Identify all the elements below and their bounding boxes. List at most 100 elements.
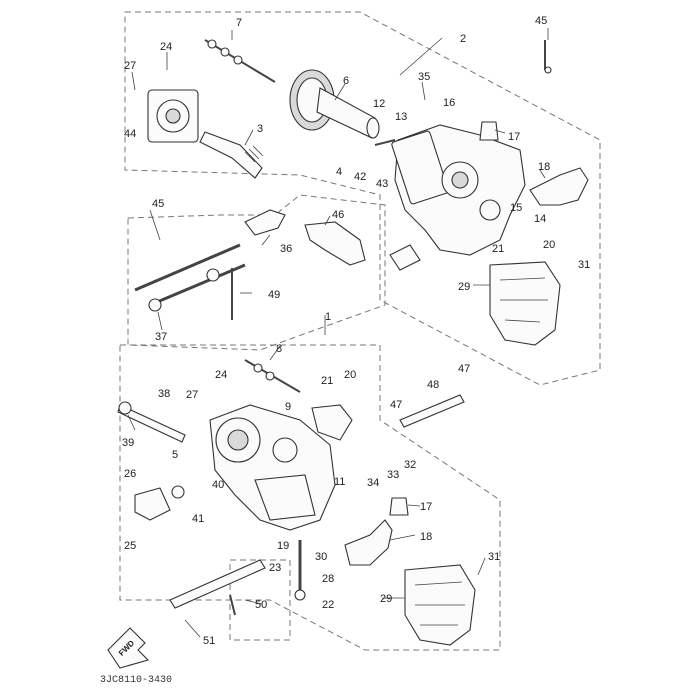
pilot-screw-head	[118, 401, 132, 415]
callout-47-right: 47	[458, 363, 470, 375]
callout-35: 35	[418, 71, 430, 83]
callout-47-left: 47	[390, 399, 402, 411]
fuel-pipe	[399, 394, 465, 428]
linkage-assembly	[134, 209, 421, 320]
upper-port	[479, 199, 501, 221]
washer	[233, 55, 243, 65]
callout-9: 9	[285, 401, 291, 413]
cover-plate-center	[165, 108, 181, 124]
upper-body-flange	[391, 130, 449, 205]
callout-13: 13	[395, 111, 407, 123]
callout-29-lower: 29	[380, 593, 392, 605]
callout-31-lower: 31	[488, 551, 500, 563]
callout-7-top: 7	[236, 17, 242, 29]
callout-21-top: 21	[492, 243, 504, 255]
lower-bowl-mount	[254, 474, 316, 521]
callout-28: 28	[322, 573, 334, 585]
upper-plug	[479, 121, 499, 141]
throttle-lever	[244, 209, 286, 236]
washer	[220, 47, 230, 57]
upper-bracket	[529, 167, 589, 206]
callout-5: 5	[172, 449, 178, 461]
callout-6: 6	[343, 75, 349, 87]
shaft-collar	[206, 268, 220, 282]
upper-assembly-boundary	[124, 11, 601, 386]
callout-8: 8	[276, 343, 282, 355]
callout-45-mid: 45	[152, 198, 164, 210]
callout-14: 14	[534, 213, 546, 225]
callout-32: 32	[404, 459, 416, 471]
callout-17-lower: 17	[420, 501, 432, 513]
piston-end	[366, 117, 380, 139]
callout-20-top: 20	[543, 239, 555, 251]
washer	[265, 371, 275, 381]
upper-carburetor	[147, 39, 589, 346]
callout-42: 42	[354, 171, 366, 183]
washer	[253, 363, 263, 373]
callout-11: 11	[334, 476, 345, 488]
lower-plug	[389, 497, 409, 516]
callout-24-top: 24	[160, 41, 172, 53]
callout-19: 19	[277, 540, 289, 552]
accel-cover	[134, 487, 171, 521]
callout-2: 2	[460, 33, 466, 45]
callout-30: 30	[315, 551, 327, 563]
callout-44: 44	[124, 128, 136, 140]
callout-26: 26	[124, 468, 136, 480]
callout-24-lower: 24	[215, 369, 227, 381]
callout-4: 4	[336, 166, 342, 178]
callout-41: 41	[192, 513, 204, 525]
linkage-box-lower	[229, 559, 291, 641]
screw-head	[544, 66, 552, 74]
callout-49: 49	[268, 289, 280, 301]
callout-45-top: 45	[535, 15, 547, 27]
linkage-boundary	[127, 194, 386, 351]
lower-bore-center	[227, 429, 249, 451]
spring-link	[389, 244, 421, 271]
callout-12: 12	[373, 98, 385, 110]
callout-18-lower: 18	[420, 531, 432, 543]
bushing	[148, 298, 162, 312]
forward-arrow: FWD	[107, 627, 150, 669]
callout-39: 39	[122, 437, 134, 449]
callout-18-top: 18	[538, 161, 550, 173]
callout-33: 33	[387, 469, 399, 481]
hose-spring	[199, 131, 263, 179]
callout-27-lower: 27	[186, 389, 198, 401]
callout-37: 37	[155, 331, 167, 343]
piston-valve	[316, 87, 376, 139]
callout-50: 50	[255, 599, 267, 611]
callout-27-top: 27	[124, 60, 136, 72]
callout-15: 15	[510, 202, 522, 214]
accel-spring	[171, 485, 185, 499]
jet-holder	[294, 589, 306, 601]
callout-51: 51	[203, 635, 215, 647]
lower-bracket	[344, 519, 393, 566]
callout-34: 34	[367, 477, 379, 489]
link-rod	[169, 559, 266, 609]
callout-36: 36	[280, 243, 292, 255]
callout-29-top: 29	[458, 281, 470, 293]
washer	[207, 39, 217, 49]
callout-17-top: 17	[508, 131, 520, 143]
callout-38: 38	[158, 388, 170, 400]
callout-16: 16	[443, 97, 455, 109]
lower-carburetor	[117, 359, 476, 646]
linkage-plate	[304, 221, 366, 266]
callout-20-lower: 20	[344, 369, 356, 381]
lower-port	[272, 437, 298, 463]
callout-25: 25	[124, 540, 136, 552]
callout-46: 46	[332, 209, 344, 221]
callout-22: 22	[322, 599, 334, 611]
callout-numbers: 2 45 7 24 27 6 35 12 16 13 3 44 17 4 42 …	[122, 15, 590, 647]
callout-43: 43	[376, 178, 388, 190]
callout-3: 3	[257, 123, 263, 135]
callout-40: 40	[212, 479, 224, 491]
callout-21-lower: 21	[321, 375, 333, 387]
upper-float-bowl	[489, 261, 561, 346]
callout-1: 1	[325, 311, 331, 323]
callout-23: 23	[269, 562, 281, 574]
choke-bracket	[311, 404, 353, 441]
callout-31-top: 31	[578, 259, 590, 271]
